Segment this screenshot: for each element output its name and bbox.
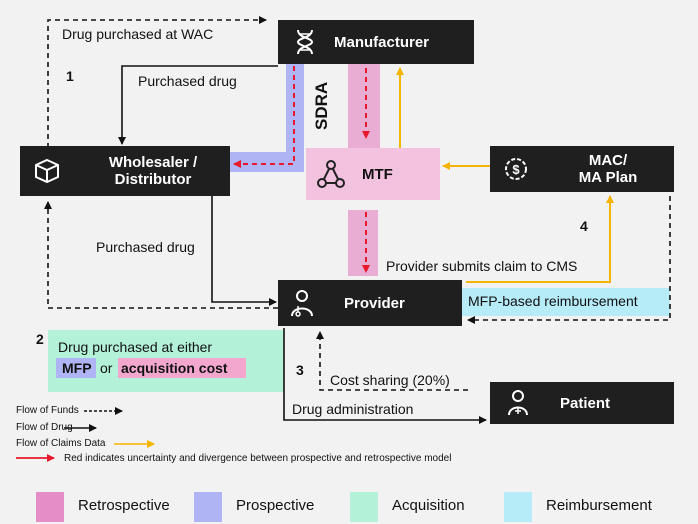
edge-label-purchased-mid: Purchased drug (96, 239, 195, 255)
mac-label-line1: MAC/ (588, 152, 628, 169)
key-acquisition-swatch (350, 492, 378, 522)
funds-patient-to-provider (316, 331, 468, 391)
edge-label-acquisition-cost: acquisition cost (121, 360, 228, 376)
key-prospective-swatch (194, 492, 222, 522)
patient-icon (508, 390, 528, 416)
mtf-to-provider-highlight (348, 210, 378, 276)
mac-plan-node[interactable]: $ MAC/ MA Plan (490, 146, 674, 192)
mac-label-line2: MA Plan (578, 169, 638, 186)
legend-drug-label: Flow of Drug (16, 422, 73, 433)
drug-wholesaler-to-provider (211, 196, 277, 306)
provider-node[interactable]: Provider (278, 280, 462, 326)
key-prospective-label: Prospective (236, 497, 315, 514)
manufacturer-node[interactable]: Manufacturer (278, 20, 474, 64)
reimbursement-highlight (462, 288, 670, 316)
claims-provider-to-mac (466, 195, 614, 283)
legend-red-label: Red indicates uncertainty and divergence… (64, 453, 452, 464)
edge-label-mfp: MFP (62, 360, 92, 376)
edge-label-claim: Provider submits claim to CMS (386, 258, 578, 274)
key-retrospective-label: Retrospective (78, 497, 170, 514)
edge-label-sdra: SDRA (312, 81, 331, 130)
step-4: 4 (580, 218, 588, 234)
edge-label-mfp-reimbursement: MFP-based reimbursement (468, 293, 638, 309)
manufacturer-label: Manufacturer (334, 33, 430, 51)
key-reimbursement-swatch (504, 492, 532, 522)
legend-funds-label: Flow of Funds (16, 405, 79, 416)
provider-label: Provider (344, 294, 405, 312)
svg-text:$: $ (512, 162, 520, 177)
dna-icon (296, 29, 314, 55)
key-retrospective-swatch (36, 492, 64, 522)
step-1: 1 (66, 68, 74, 84)
drug-provider-to-patient (283, 328, 487, 424)
wholesaler-node[interactable]: Wholesaler / Distributor (20, 146, 230, 196)
patient-node[interactable]: Patient (490, 382, 674, 424)
drug-manufacturer-to-wholesaler (118, 65, 278, 145)
mtf-highlight (306, 148, 440, 200)
step-3: 3 (296, 362, 304, 378)
mfp-highlight (56, 358, 96, 378)
edge-label-purchased-top: Purchased drug (138, 73, 237, 89)
key-acquisition-label: Acquisition (392, 497, 465, 514)
network-icon (317, 160, 345, 188)
funds-wholesaler-to-manufacturer (47, 16, 267, 148)
mtf-label: MTF (362, 165, 393, 183)
prospective-highlight (286, 64, 304, 172)
sdra-highlight (348, 64, 380, 148)
acq-cost-highlight (118, 358, 246, 378)
prospective-highlight-base (230, 152, 304, 172)
edge-label-purchased-either: Drug purchased at either (58, 339, 213, 355)
wholesaler-label-line1: Wholesaler / (108, 154, 198, 171)
step-2: 2 (36, 331, 44, 347)
uncertainty-manufacturer-to-wholesaler (233, 66, 295, 168)
wholesaler-label-line2: Distributor (114, 171, 192, 188)
edge-label-drug-admin: Drug administration (292, 401, 414, 417)
dollar-gear-icon: $ (505, 158, 527, 180)
edge-label-or: or (100, 360, 113, 376)
legend-claims-label: Flow of Claims Data (16, 438, 106, 449)
box-icon (35, 158, 59, 184)
edge-label-cost-sharing: Cost sharing (20%) (330, 372, 450, 388)
patient-label: Patient (560, 394, 611, 412)
doctor-icon (291, 290, 313, 317)
funds-provider-to-wholesaler (44, 201, 278, 309)
mtf-node[interactable]: MTF (306, 148, 440, 200)
edge-label-wac: Drug purchased at WAC (62, 26, 214, 42)
key-reimbursement-label: Reimbursement (546, 497, 652, 514)
